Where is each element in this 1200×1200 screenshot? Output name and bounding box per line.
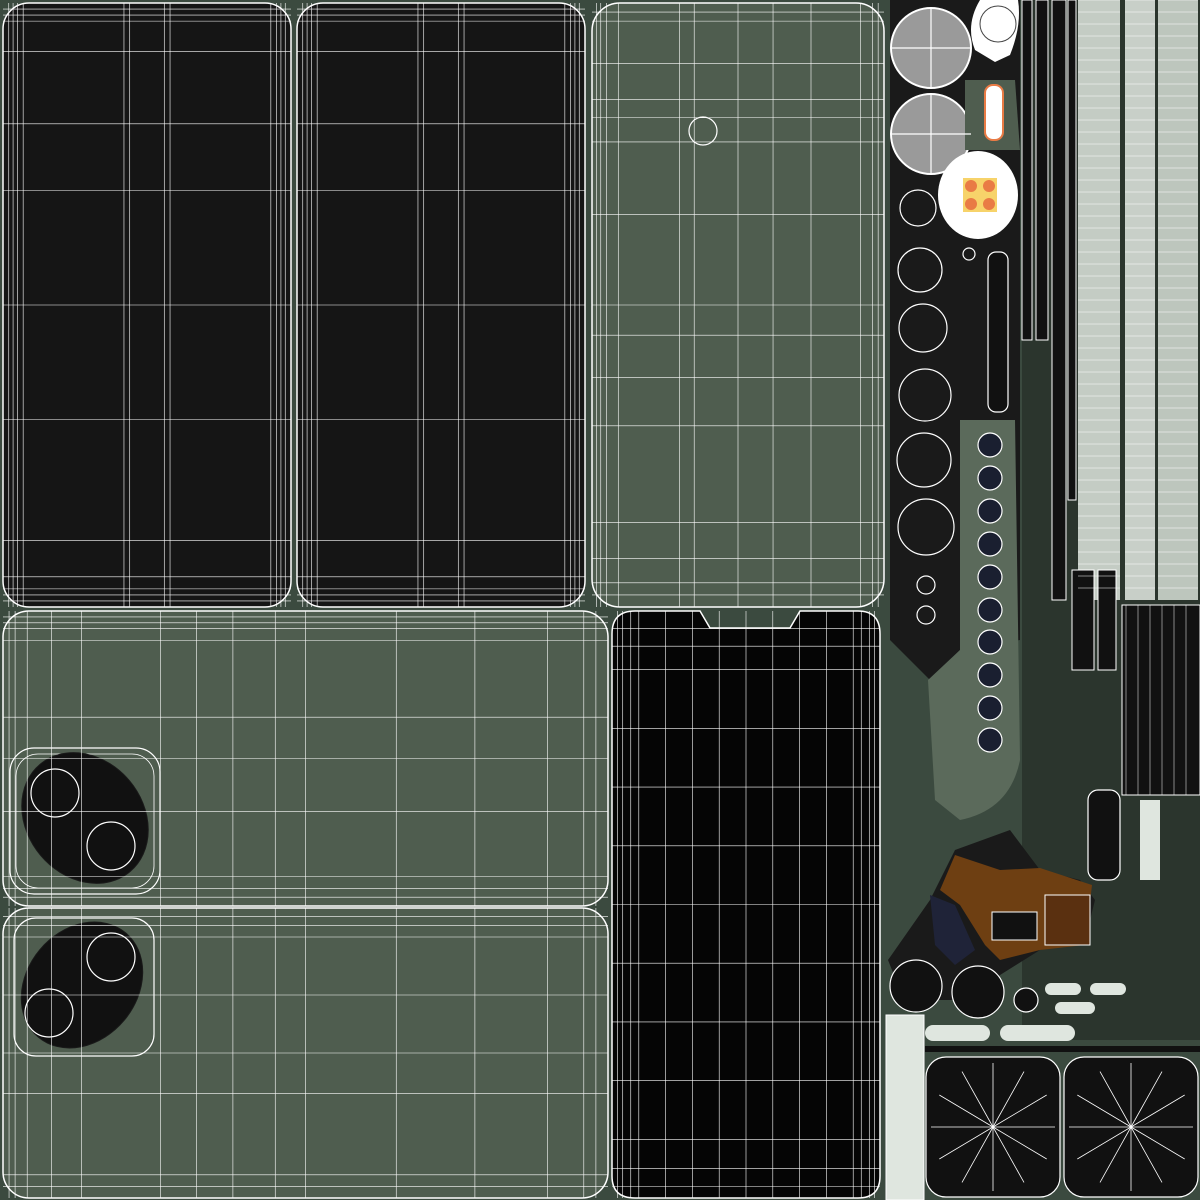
button-dot-icon	[977, 662, 1003, 688]
button-dot-icon	[977, 727, 1003, 753]
wire-line	[1077, 1126, 1132, 1160]
wire-line	[1130, 1126, 1163, 1183]
bump-lens-icon	[889, 959, 943, 1013]
flash-icon	[979, 5, 1017, 43]
wire-line	[992, 1126, 1047, 1160]
center-hole-icon	[688, 116, 718, 146]
button-dot-icon	[977, 695, 1003, 721]
button-dot-icon	[977, 629, 1003, 655]
small-lens-icon	[896, 432, 952, 488]
button-dot-icon	[977, 465, 1003, 491]
lens-icon	[30, 768, 80, 818]
small-lens-icon	[898, 303, 948, 353]
wire-line	[961, 1126, 994, 1183]
wireframe-lines	[3, 0, 1198, 1198]
wire-line	[961, 1071, 994, 1128]
wire-line	[992, 1094, 1047, 1128]
button-strip-column	[928, 420, 1020, 820]
bottom-connector-patch	[888, 830, 1095, 1000]
camera-panel-lower	[2, 907, 609, 1199]
lens-icon	[24, 988, 74, 1038]
lens-icon	[86, 932, 136, 982]
tiny-lens-icon	[916, 605, 936, 625]
small-lens-icon	[897, 247, 943, 293]
button-dot-icon	[977, 531, 1003, 557]
button-dot-icon	[977, 597, 1003, 623]
camera-panel-upper	[2, 610, 609, 907]
wire-line	[1077, 1094, 1132, 1128]
small-lens-icon	[898, 368, 952, 422]
button-dot-icon	[977, 564, 1003, 590]
small-lens-icon	[897, 498, 955, 556]
tiny-lens-icon	[962, 247, 976, 261]
bottom-camera-bumps	[885, 959, 1200, 1200]
button-dot-icon	[977, 432, 1003, 458]
wire-line	[1099, 1126, 1132, 1183]
tiny-lens-icon	[916, 575, 936, 595]
button-dot-icon	[977, 498, 1003, 524]
wire-line	[992, 1126, 1025, 1183]
wire-line	[1099, 1071, 1132, 1128]
wire-line	[992, 1071, 1025, 1128]
small-lens-icon	[899, 189, 937, 227]
lens-icon	[86, 821, 136, 871]
wire-line	[1130, 1126, 1185, 1160]
wire-line	[939, 1126, 994, 1160]
bump-lens-icon	[951, 965, 1005, 1019]
bump-lens-icon	[1013, 987, 1039, 1013]
wire-line	[1130, 1071, 1163, 1128]
wire-line	[939, 1094, 994, 1128]
wire-line	[1130, 1094, 1185, 1128]
